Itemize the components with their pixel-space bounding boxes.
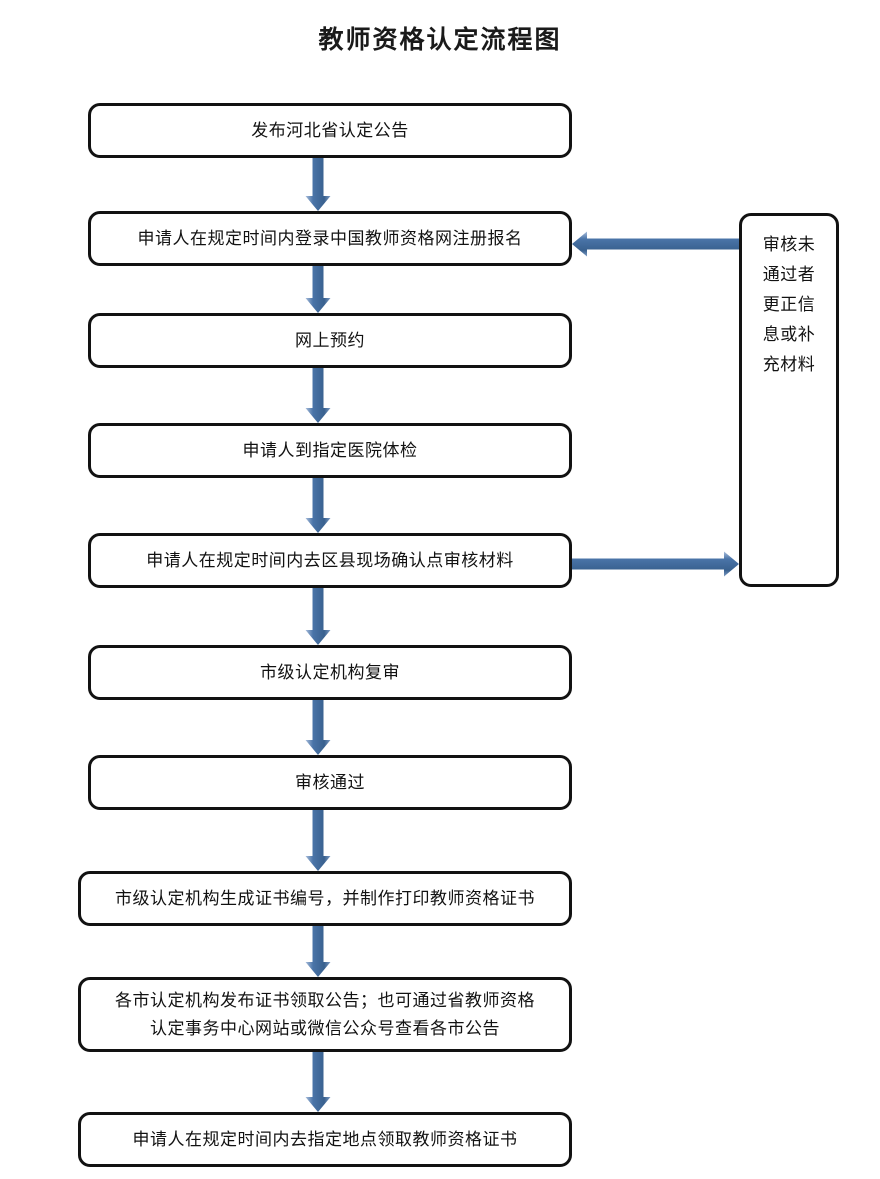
- flowchart-node-n5: 申请人在规定时间内去区县现场确认点审核材料: [88, 533, 572, 588]
- flowchart-arrow-c4: [305, 478, 331, 533]
- flowchart-arrow-c2: [305, 266, 331, 313]
- flowchart-node-label: 申请人在规定时间内去区县现场确认点审核材料: [146, 550, 514, 571]
- flowchart-node-n1: 发布河北省认定公告: [88, 103, 572, 158]
- flowchart-arrow-c5: [305, 588, 331, 645]
- flowchart-node-label: 申请人在规定时间内登录中国教师资格网注册报名: [137, 228, 523, 249]
- flowchart-arrow-c7: [305, 810, 331, 871]
- flowchart-node-n7: 审核通过: [88, 755, 572, 810]
- flowchart-node-n2: 申请人在规定时间内登录中国教师资格网注册报名: [88, 211, 572, 266]
- flowchart-arrow-c3: [305, 368, 331, 423]
- flowchart-node-label: 网上预约: [295, 330, 365, 351]
- flowchart-arrow-c1: [305, 158, 331, 211]
- flowchart-node-n8: 市级认定机构生成证书编号，并制作打印教师资格证书: [78, 871, 572, 926]
- flowchart-node-label: 审核通过: [295, 772, 365, 793]
- flowchart-node-n3: 网上预约: [88, 313, 572, 368]
- flowchart-node-label: 申请人在规定时间内去指定地点领取教师资格证书: [132, 1129, 518, 1150]
- page-title: 教师资格认定流程图: [318, 25, 562, 54]
- flowchart-node-label: 市级认定机构生成证书编号，并制作打印教师资格证书: [115, 888, 535, 909]
- flowchart-arrow-c6: [305, 700, 331, 755]
- flowchart-node-label: 市级认定机构复审: [260, 662, 400, 683]
- flowchart-arrow-c10: [572, 231, 739, 257]
- flowchart-node-label: 审核未 通过者 更正信 息或补 充材料: [762, 235, 816, 375]
- flowchart-node-label: 申请人到指定医院体检: [242, 440, 418, 461]
- flowchart-arrow-c9: [305, 1052, 331, 1112]
- flowchart-node-label: 发布河北省认定公告: [251, 120, 409, 141]
- flowchart-node-n10: 申请人在规定时间内去指定地点领取教师资格证书: [78, 1112, 572, 1167]
- flowchart-node-nside: 审核未 通过者 更正信 息或补 充材料: [739, 213, 839, 587]
- flowchart-arrow-c8: [305, 926, 331, 977]
- flowchart-node-n4: 申请人到指定医院体检: [88, 423, 572, 478]
- flowchart-node-n9: 各市认定机构发布证书领取公告；也可通过省教师资格 认定事务中心网站或微信公众号查…: [78, 977, 572, 1052]
- flowchart-node-n6: 市级认定机构复审: [88, 645, 572, 700]
- flowchart-node-label: 各市认定机构发布证书领取公告；也可通过省教师资格 认定事务中心网站或微信公众号查…: [115, 990, 535, 1039]
- flowchart-arrow-c11: [572, 551, 739, 577]
